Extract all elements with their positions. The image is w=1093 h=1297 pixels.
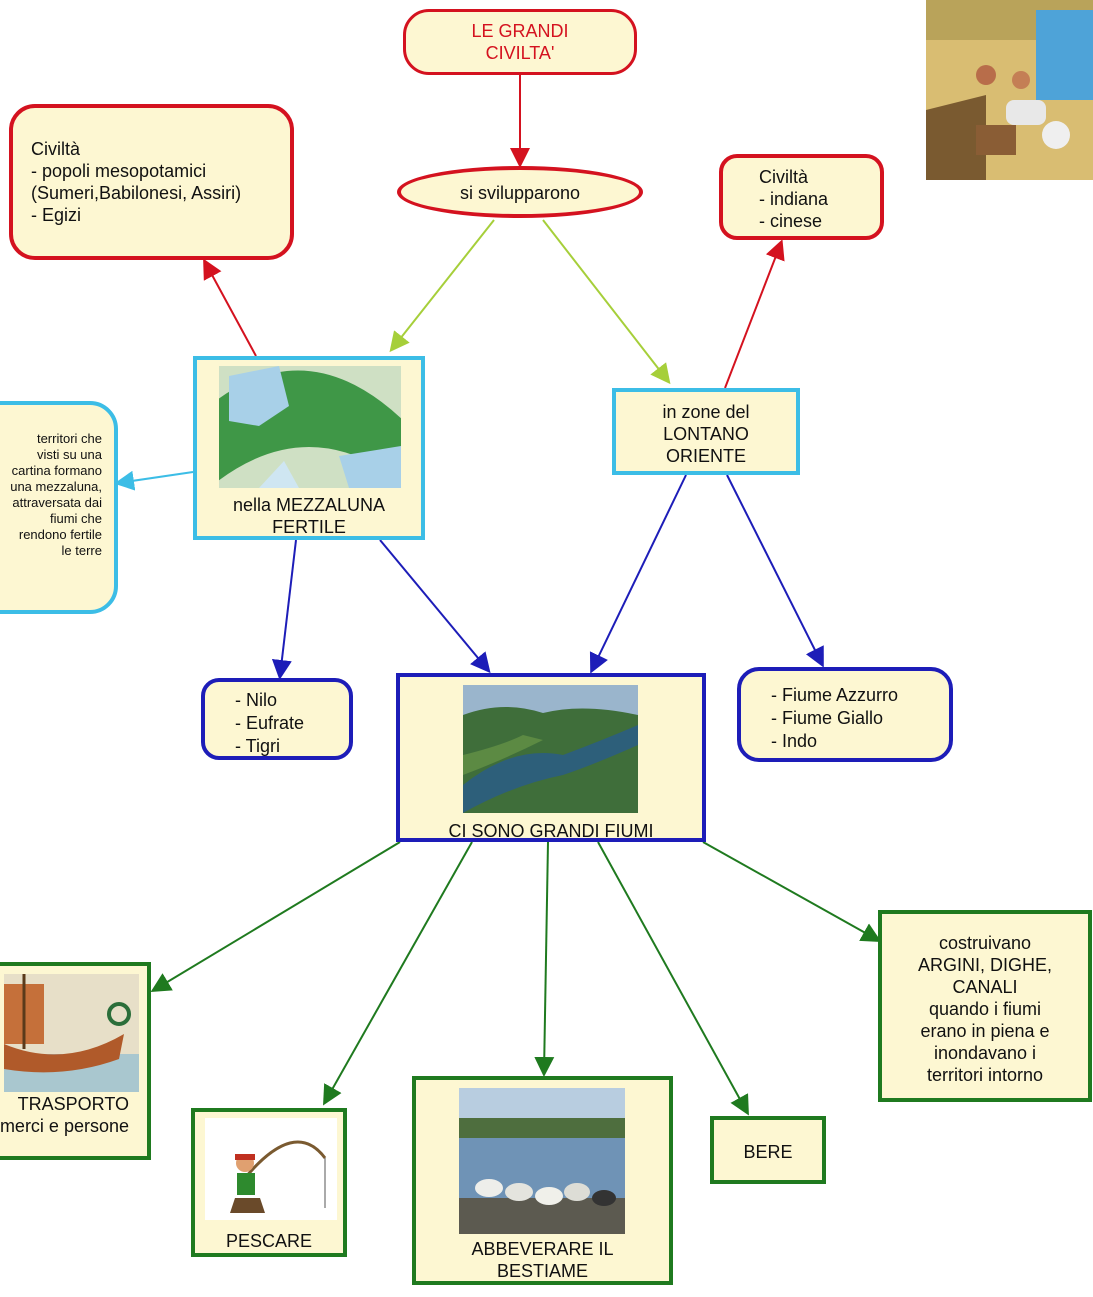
argini-line-4: quando i fiumi bbox=[928, 999, 1042, 1019]
civ-left-line-1: Civiltà bbox=[31, 139, 81, 159]
rivers-right-line-1: - Fiume Azzurro bbox=[771, 685, 899, 705]
arrow-fiumi-to-pescare bbox=[323, 841, 473, 1106]
argini-line-6: inondavano i bbox=[933, 1043, 1037, 1063]
note-line-8: le terre bbox=[61, 543, 102, 558]
argini-line-2: ARGINI, DIGHE, bbox=[917, 955, 1052, 975]
civilizations-west-node: Civiltà - popoli mesopotamici (Sumeri,Ba… bbox=[9, 104, 294, 260]
arrow-mezzaluna-to-fiumi bbox=[379, 539, 491, 674]
argini-line-1: costruivano bbox=[938, 933, 1032, 953]
water-livestock-node: ABBEVERARE IL BESTIAME bbox=[412, 1076, 673, 1285]
civilizations-east-node: Civiltà - indiana - cinese bbox=[719, 154, 884, 240]
note-line-1: territori che bbox=[36, 431, 102, 446]
title-node: LE GRANDI CIVILTA' bbox=[403, 9, 637, 75]
fishing-node: PESCARE bbox=[191, 1108, 347, 1257]
rivers-right-line-2: - Fiume Giallo bbox=[771, 708, 884, 728]
note-line-7: rendono fertile bbox=[18, 527, 102, 542]
arrow-fiumi-to-bere bbox=[597, 841, 749, 1116]
note-line-6: fiumi che bbox=[49, 511, 102, 526]
rivers-right-line-3: - Indo bbox=[771, 731, 818, 751]
developed-node: si svilupparono bbox=[397, 166, 643, 218]
ship-illustration bbox=[4, 974, 139, 1092]
abbeverare-line-1: ABBEVERARE IL bbox=[471, 1239, 614, 1259]
rivers-west-node: - Nilo - Eufrate - Tigri bbox=[201, 678, 353, 760]
note-line-2: visti su una bbox=[36, 447, 102, 462]
drink-node: BERE bbox=[710, 1116, 826, 1184]
note-line-5: attraversata dai bbox=[12, 495, 102, 510]
mezzaluna-line-2: FERTILE bbox=[272, 517, 346, 537]
trasporto-line-2: merci e persone bbox=[0, 1116, 129, 1136]
great-rivers-node: CI SONO GRANDI FIUMI bbox=[396, 673, 706, 842]
rivers-left-line-3: - Tigri bbox=[235, 736, 280, 756]
far-east-node: in zone del LONTANO ORIENTE bbox=[612, 388, 800, 475]
civ-right-line-2: - indiana bbox=[759, 189, 829, 209]
arrow-fiumi-to-argini bbox=[702, 841, 882, 942]
transport-node: TRASPORTO merci e persone bbox=[0, 962, 151, 1160]
oriente-line-3: ORIENTE bbox=[665, 446, 746, 466]
note-line-4: una mezzaluna, bbox=[10, 479, 102, 494]
argini-line-5: erano in piena e bbox=[920, 1021, 1050, 1041]
ancient-village-illustration bbox=[926, 0, 1093, 180]
arrow-mezzaluna-to-note bbox=[114, 470, 194, 491]
developed-label: si svilupparono bbox=[459, 183, 581, 203]
fertile-crescent-map bbox=[219, 366, 401, 488]
rivers-left-line-2: - Eufrate bbox=[235, 713, 305, 733]
civ-left-line-3: (Sumeri,Babilonesi, Assiri) bbox=[31, 183, 242, 203]
fiumi-label: CI SONO GRANDI FIUMI bbox=[448, 821, 654, 841]
title-line-1: LE GRANDI bbox=[471, 21, 569, 41]
fertile-crescent-node: nella MEZZALUNA FERTILE bbox=[193, 356, 425, 540]
arrow-oriente-to-rivers-right bbox=[726, 474, 824, 668]
livestock-photo bbox=[459, 1088, 625, 1234]
argini-line-3: CANALI bbox=[952, 977, 1018, 997]
dams-node: costruivano ARGINI, DIGHE, CANALI quando… bbox=[878, 910, 1092, 1102]
arrow-mezzaluna-to-rivers-left bbox=[271, 539, 297, 680]
rivers-east-node: - Fiume Azzurro - Fiume Giallo - Indo bbox=[737, 667, 953, 762]
arrow-fiumi-to-abbeverare bbox=[534, 841, 555, 1077]
arrow-mezzaluna-to-civ-left bbox=[203, 258, 257, 357]
civ-left-line-2: - popoli mesopotamici bbox=[31, 161, 207, 181]
note-line-3: cartina formano bbox=[11, 463, 102, 478]
argini-line-7: territori intorno bbox=[926, 1065, 1044, 1085]
arrow-oriente-to-civ-right bbox=[724, 239, 785, 389]
crescent-description-node: territori che visti su una cartina forma… bbox=[0, 401, 118, 614]
arrow-oriente-to-fiumi bbox=[589, 474, 687, 674]
bere-label: BERE bbox=[743, 1142, 793, 1162]
oriente-line-2: LONTANO bbox=[663, 424, 749, 444]
abbeverare-line-2: BESTIAME bbox=[496, 1261, 589, 1281]
civ-left-line-4: - Egizi bbox=[31, 205, 82, 225]
rivers-left-line-1: - Nilo bbox=[235, 690, 278, 710]
civ-right-line-1: Civiltà bbox=[759, 167, 809, 187]
title-line-2: CIVILTA' bbox=[485, 43, 555, 63]
pescare-label: PESCARE bbox=[225, 1231, 313, 1251]
mezzaluna-line-1: nella MEZZALUNA bbox=[232, 495, 386, 515]
river-landscape-photo bbox=[463, 685, 638, 813]
arrow-developed-to-oriente bbox=[542, 219, 671, 385]
trasporto-line-1: TRASPORTO bbox=[17, 1094, 129, 1114]
civ-right-line-3: - cinese bbox=[759, 211, 823, 231]
fisherman-illustration bbox=[205, 1118, 337, 1220]
arrow-fiumi-to-trasporto bbox=[150, 841, 401, 993]
arrow-developed-to-mezzaluna bbox=[389, 219, 495, 353]
oriente-line-1: in zone del bbox=[662, 402, 750, 422]
